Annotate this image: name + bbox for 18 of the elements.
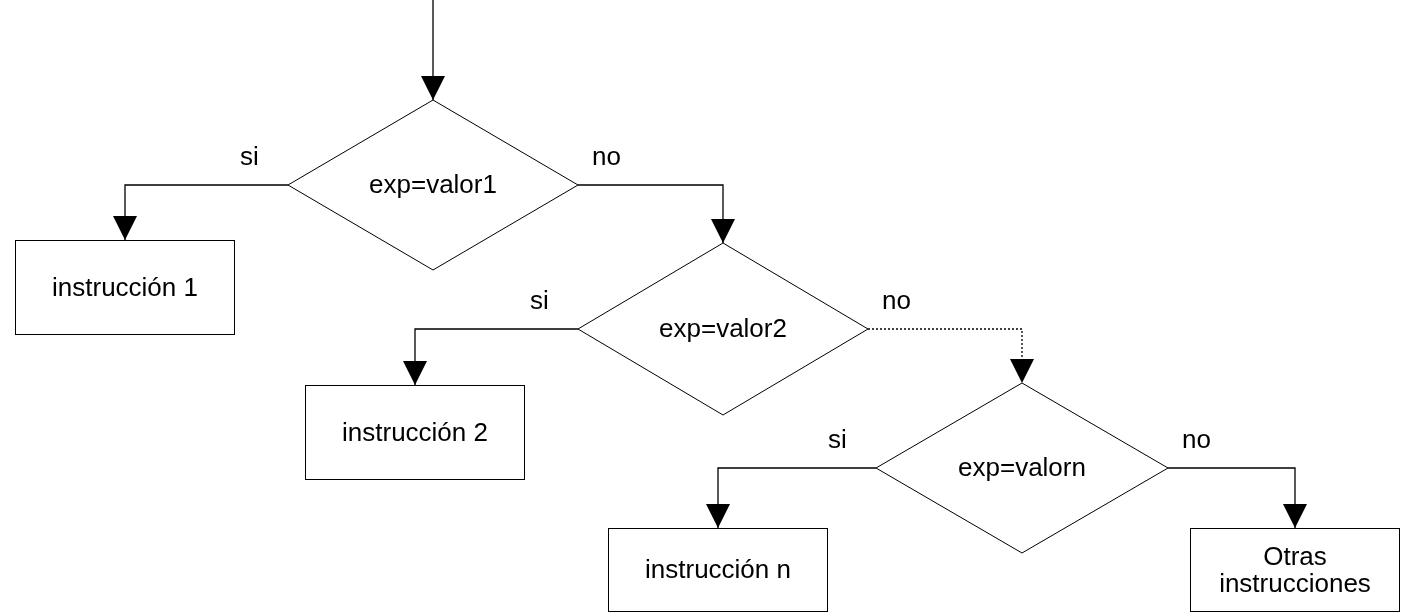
arrow: [1167, 467, 1307, 529]
instruction-text: instrucción n: [645, 556, 791, 584]
arrow: [577, 184, 735, 244]
arrow: [403, 328, 579, 386]
arrow: [867, 328, 1034, 384]
process-box: [15, 240, 235, 335]
process-box: [305, 385, 525, 480]
arrow: [421, 0, 445, 101]
process-box: [1190, 528, 1400, 612]
process-box: [608, 528, 828, 612]
instruction-text: instrucción 1: [52, 273, 198, 302]
arrow: [706, 467, 877, 529]
condition-text: exp=valor2: [659, 315, 787, 343]
condition-text: exp=valorn: [958, 454, 1086, 482]
instruction-text: instrucción 2: [342, 418, 488, 447]
arrow: [113, 184, 289, 241]
condition-text: exp=valor1: [369, 171, 497, 199]
instruction-text: Otras instrucciones: [1218, 542, 1372, 598]
